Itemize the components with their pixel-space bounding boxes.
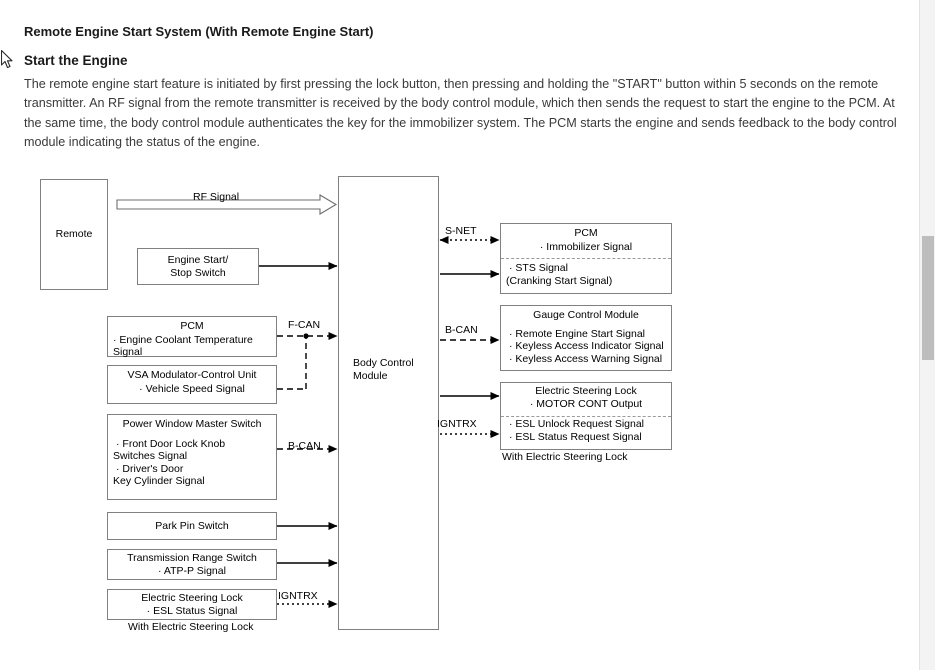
label-igntrx-left: IGNTRX (278, 590, 318, 602)
section-heading: Start the Engine (24, 53, 128, 68)
pcm-left-line2: Signal (113, 346, 143, 359)
gcm-line3: · Keyless Access Warning Signal (509, 352, 663, 365)
pcm-right-line3: (Cranking Start Signal) (506, 274, 613, 287)
pwms-line1: · Front Door Lock Knob (116, 437, 226, 450)
esl-right-divider (501, 416, 671, 417)
block-electric-steering-lock-right: Electric Steering Lock · MOTOR CONT Outp… (500, 382, 672, 450)
block-pcm-right: PCM · Immobilizer Signal · STS Signal (C… (500, 223, 672, 294)
label-igntrx-right: IGNTRX (437, 418, 477, 430)
page-title: Remote Engine Start System (With Remote … (24, 24, 374, 39)
scrollbar-thumb[interactable] (922, 236, 934, 360)
vsa-title: VSA Modulator-Control Unit (127, 369, 257, 381)
vertical-scrollbar[interactable] (919, 0, 935, 670)
block-electric-steering-lock-left: Electric Steering Lock · ESL Status Sign… (107, 589, 277, 620)
label-b-can-left: B-CAN (288, 440, 321, 452)
pcm-left-title: PCM (180, 320, 204, 332)
rf-signal-block-arrow (116, 194, 338, 215)
esl-right-line3: · ESL Status Request Signal (509, 430, 642, 443)
trs-line1: · ATP-P Signal (158, 564, 226, 577)
vsa-line1: · Vehicle Speed Signal (139, 382, 245, 395)
block-gauge-control-module: Gauge Control Module · Remote Engine Sta… (500, 305, 672, 371)
pwms-title: Power Window Master Switch (122, 418, 262, 430)
gcm-line2: · Keyless Access Indicator Signal (509, 340, 664, 353)
block-pcm-left: PCM · Engine Coolant Temperature Signal (107, 316, 277, 359)
caption-with-electric-steering-lock-right: With Electric Steering Lock (502, 451, 628, 463)
gcm-line1: · Remote Engine Start Signal (509, 327, 645, 340)
mouse-cursor-icon (1, 50, 13, 69)
pwms-line2: Switches Signal (113, 450, 188, 463)
label-rf-signal: RF Signal (193, 191, 240, 203)
body-paragraph: The remote engine start feature is initi… (24, 77, 897, 150)
engine-start-switch-line2: Stop Switch (170, 266, 226, 279)
esl-right-title: Electric Steering Lock (535, 385, 637, 397)
block-park-pin-switch: Park Pin Switch (107, 512, 277, 540)
esl-left-title: Electric Steering Lock (141, 592, 243, 604)
block-vsa-modulator-control-unit: VSA Modulator-Control Unit · Vehicle Spe… (107, 365, 277, 404)
bcm-line2: Module (353, 369, 388, 382)
block-transmission-range-switch: Transmission Range Switch · ATP-P Signal (107, 549, 277, 580)
block-power-window-master-switch: Power Window Master Switch · Front Door … (107, 414, 277, 500)
pwms-line4: Key Cylinder Signal (113, 475, 205, 488)
pcm-left-line1: · Engine Coolant Temperature (113, 333, 253, 346)
park-pin-switch-title: Park Pin Switch (155, 519, 229, 532)
block-engine-start-stop-switch: Engine Start/ Stop Switch (137, 248, 259, 285)
label-b-can-right: B-CAN (445, 324, 478, 336)
trs-title: Transmission Range Switch (127, 552, 257, 564)
pcm-right-line1: · Immobilizer Signal (539, 240, 633, 253)
esl-right-line1: · MOTOR CONT Output (529, 397, 643, 410)
caption-with-electric-steering-lock-left: With Electric Steering Lock (128, 621, 254, 633)
label-f-can: F-CAN (288, 319, 321, 331)
pcm-right-title: PCM (574, 227, 598, 239)
block-remote-label: Remote (55, 228, 93, 241)
block-remote: Remote (40, 179, 108, 290)
pcm-right-line2: · STS Signal (509, 262, 568, 275)
pwms-line3: · Driver's Door (116, 462, 184, 475)
pcm-right-divider (501, 258, 671, 259)
esl-right-line2: · ESL Unlock Request Signal (509, 418, 645, 431)
block-body-control-module: Body Control Module (338, 176, 439, 630)
wire-f-can (277, 332, 338, 390)
engine-start-switch-line1: Engine Start/ (167, 253, 229, 266)
gcm-title: Gauge Control Module (533, 309, 639, 321)
esl-left-line1: · ESL Status Signal (146, 604, 238, 617)
label-s-net: S-NET (445, 225, 477, 237)
bcm-line1: Body Control (353, 357, 414, 369)
